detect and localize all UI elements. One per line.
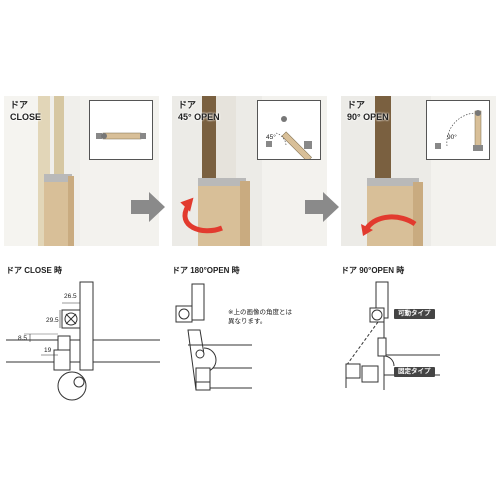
fixed-type-tag: 固定タイプ <box>394 367 435 377</box>
photo-label-door: ドア <box>178 100 197 110</box>
dimension-8-5: 8.5 <box>18 335 27 342</box>
photo-door-close: ドア CLOSE <box>4 96 159 246</box>
dimension-26-5: 26.5 <box>64 293 77 300</box>
plan-view-inset: 90° <box>426 100 490 160</box>
photo-label-state: 45° OPEN <box>178 112 220 122</box>
movable-type-tag: 可動タイプ <box>394 309 435 319</box>
diagram-title-180: ドア 180°OPEN 時 <box>172 266 240 275</box>
photo-label-door: ドア <box>10 100 29 110</box>
photo-door-45-open: ドア 45° OPEN 45° <box>172 96 327 246</box>
step-arrow-icon <box>131 192 165 222</box>
plan-view-inset: 45° <box>257 100 321 160</box>
step-arrow-icon <box>305 192 339 222</box>
diagram-title-close: ドア CLOSE 時 <box>6 266 63 275</box>
photo-label-door: ドア <box>347 100 366 110</box>
angle-label: 90° <box>447 133 457 141</box>
plan-view-inset <box>89 100 153 160</box>
note-line-1: ※上の画像の角度とは <box>228 309 292 316</box>
photo-label-state: CLOSE <box>10 112 42 122</box>
diagram-close <box>6 281 160 401</box>
note-line-2: 異なります。 <box>228 318 267 325</box>
photo-label-state: 90° OPEN <box>347 112 389 122</box>
angle-note: ※上の画像の角度とは 異なります。 <box>228 308 318 326</box>
diagram-180-open <box>175 283 252 391</box>
diagram-title-90: ドア 90°OPEN 時 <box>341 266 405 275</box>
dimension-29-5: 29.5 <box>46 317 59 324</box>
angle-label: 45° <box>266 133 276 141</box>
dimension-19: 19 <box>44 347 52 354</box>
photo-door-90-open: ドア 90° OPEN 90° <box>341 96 496 246</box>
